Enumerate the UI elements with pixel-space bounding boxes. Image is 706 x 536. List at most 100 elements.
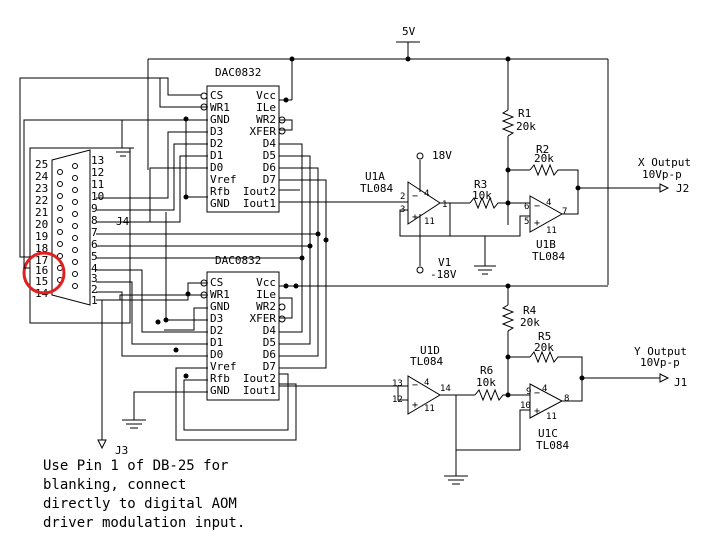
- db25-pin-label: 24: [35, 170, 49, 183]
- r2-name: R2: [536, 143, 549, 156]
- pin-label: D3: [210, 125, 223, 138]
- pin-label: D4: [263, 324, 277, 337]
- u1b-name: U1B: [536, 238, 556, 251]
- pin-number: 4: [542, 384, 547, 394]
- dac-top-title: DAC0832: [215, 66, 261, 79]
- db25-pin-dots: [57, 163, 78, 289]
- pin-label: D5: [263, 149, 276, 162]
- u1c-name: U1C: [538, 427, 558, 440]
- note-line: driver modulation input.: [43, 515, 245, 531]
- dac-top-right-pins: Vcc ILe WR2 XFER D4 D5 D6 D7 Iout2 Iout1: [243, 89, 276, 210]
- dac-bottom: DAC0832 CS WR1 GND D3 D2 D1 D0 Vref Rfb …: [185, 254, 299, 401]
- u1a-part: TL084: [360, 182, 393, 195]
- vcc-label: 5V: [402, 25, 416, 38]
- r6-name: R6: [480, 364, 493, 377]
- pin-label: D5: [263, 336, 276, 349]
- pin-label: D2: [210, 324, 223, 337]
- pin-label: CS: [210, 276, 223, 289]
- note-line: directly to digital AOM: [43, 496, 237, 512]
- vpos-label: 18V: [432, 149, 452, 162]
- note-line: Use Pin 1 of DB-25 for: [43, 458, 228, 474]
- pin-label: XFER: [250, 125, 277, 138]
- r6-value: 10k: [476, 376, 496, 389]
- db25-pin-label: 8: [91, 214, 98, 227]
- vneg-ref-label: V1: [438, 256, 451, 269]
- pin-number: 4: [424, 378, 429, 388]
- r6-resistor: R6 10k: [474, 364, 530, 402]
- pin-number: 12: [392, 395, 403, 405]
- ground-symbol: [444, 450, 468, 485]
- dac-bottom-right-pins: Vcc ILe WR2 XFER D4 D5 D6 D7 Iout2 Iout1: [243, 276, 276, 397]
- db25-pin-label: 3: [91, 272, 98, 285]
- u1d-part: TL084: [410, 355, 443, 368]
- u1b-plus-sign: +: [534, 218, 540, 229]
- ground-symbol: [450, 215, 530, 275]
- db25-pin-label: 4: [91, 262, 98, 275]
- x-output: X Output 10Vp-p J2: [638, 156, 691, 195]
- r3-name: R3: [474, 178, 487, 191]
- r2-value: 20k: [534, 152, 554, 165]
- db25-pin-label: 10: [91, 190, 104, 203]
- y-output-label: Y Output: [634, 345, 687, 358]
- dac-top-wiring: J4: [96, 78, 408, 261]
- pin-label: D2: [210, 137, 223, 150]
- pin-label: D7: [263, 360, 276, 373]
- pin-label: GND: [210, 384, 230, 397]
- u1b-part: TL084: [532, 250, 565, 263]
- db25-connector: 25 24 23 22 21 20 19 18 17 16 15 14 13 1…: [22, 147, 131, 324]
- pin-label: D4: [263, 137, 277, 150]
- pin-label: GND: [210, 197, 230, 210]
- r5-resistor: R5 20k: [505, 330, 585, 381]
- db25-pin-label: 1: [91, 294, 98, 307]
- r1-resistor: R1 20k: [501, 59, 536, 225]
- r4-resistor: R4 20k: [501, 283, 540, 395]
- r4-value: 20k: [520, 316, 540, 329]
- pin-number: 11: [424, 404, 435, 414]
- u1d-minus-sign: −: [412, 380, 418, 391]
- db25-pin-label: 25: [35, 158, 48, 171]
- pin-number: 11: [546, 412, 557, 422]
- pin-number: 8: [564, 394, 569, 404]
- pin-label: Rfb: [210, 185, 230, 198]
- note-line: blanking, connect: [43, 477, 186, 493]
- pin-label: D0: [210, 348, 223, 361]
- note-text: Use Pin 1 of DB-25 for blanking, connect…: [43, 458, 245, 531]
- r3-value: 10k: [472, 189, 492, 202]
- j4-label: J4: [116, 215, 130, 228]
- pin-label: Iout1: [243, 197, 276, 210]
- pin-number: 11: [424, 217, 435, 227]
- pin-number: 1: [442, 200, 447, 210]
- y-output: Y Output 10Vp-p J1: [634, 345, 687, 389]
- r2-resistor: R2 20k: [505, 143, 581, 191]
- r1-value: 20k: [516, 120, 536, 133]
- pin-label: D1: [210, 149, 223, 162]
- u1d-name: U1D: [420, 344, 440, 357]
- vcc-rail: 5V: [147, 25, 609, 285]
- pin-number: 2: [400, 192, 405, 202]
- pin-label: Iout2: [243, 185, 276, 198]
- pin-number: 5: [524, 217, 529, 227]
- vneg-label: -18V: [430, 268, 457, 281]
- db25-pin-label: 22: [35, 194, 48, 207]
- pin-label: WR1: [210, 101, 230, 114]
- pin-label: D7: [263, 173, 276, 186]
- u1d-plus-sign: +: [412, 400, 418, 411]
- db25-right-pin-labels: 13 12 11 10 9 8 7 6 5 4 3 2 1: [91, 154, 104, 307]
- db25-pin-label: 9: [91, 202, 98, 215]
- pin-label: WR1: [210, 288, 230, 301]
- pin-label: WR2: [256, 113, 276, 126]
- pin-label: GND: [210, 300, 230, 313]
- pin-number: 14: [440, 384, 451, 394]
- db25-pin-label: 11: [91, 178, 104, 191]
- db25-pin-label: 6: [91, 238, 98, 251]
- db25-pin-label: 21: [35, 206, 48, 219]
- db25-pin-label: 23: [35, 182, 48, 195]
- pin-label: Iout2: [243, 372, 276, 385]
- db25-pin-label: 2: [91, 283, 98, 296]
- u1a-opamp: U1A TL084 2 3 1 4 11 − + 18V V1 -18V: [360, 149, 470, 281]
- db25-left-wires: [19, 77, 208, 269]
- x-output-amplitude: 10Vp-p: [642, 168, 682, 181]
- u1d-opamp: U1D TL084 13 12 14 4 11 − +: [279, 344, 475, 450]
- u1a-plus-sign: +: [412, 212, 418, 223]
